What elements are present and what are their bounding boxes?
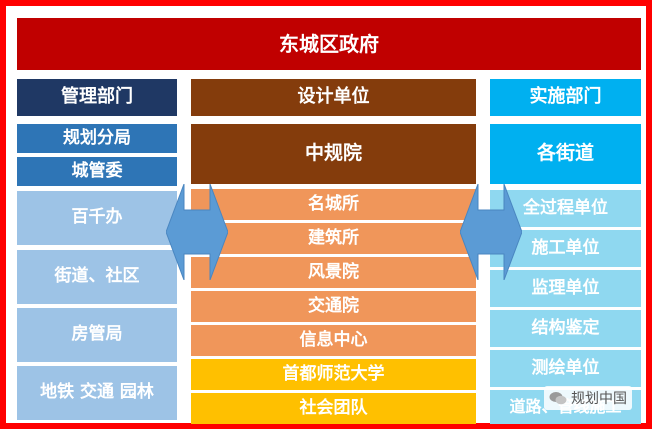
middle-column-header: 设计单位 bbox=[191, 79, 476, 116]
left-double-arrow bbox=[166, 184, 228, 280]
right-item-structural-appraisal: 结构鉴定 bbox=[490, 310, 641, 347]
left-item-urban-management: 城管委 bbox=[17, 157, 177, 186]
middle-main-caupd: 中规院 bbox=[191, 124, 476, 184]
right-column-header: 实施部门 bbox=[490, 79, 641, 116]
middle-item-historic-city: 名城所 bbox=[191, 189, 476, 220]
middle-item-social-teams: 社会团队 bbox=[191, 393, 476, 424]
right-main-subdistricts: 各街道 bbox=[490, 124, 641, 184]
right-double-arrow bbox=[460, 184, 522, 280]
watermark: 规划中国 bbox=[544, 386, 632, 410]
left-item-metro-transport-gardens: 地铁 交通 园林 bbox=[17, 366, 177, 420]
wechat-icon bbox=[549, 392, 567, 405]
right-item-supervision: 监理单位 bbox=[490, 270, 641, 307]
left-item-planning-branch: 规划分局 bbox=[17, 124, 177, 153]
middle-item-transportation: 交通院 bbox=[191, 291, 476, 322]
middle-item-capital-normal-university: 首都师范大学 bbox=[191, 359, 476, 390]
banner-government: 东城区政府 bbox=[17, 18, 641, 70]
left-item-housing-bureau: 房管局 bbox=[17, 308, 177, 362]
middle-item-architecture: 建筑所 bbox=[191, 223, 476, 254]
watermark-text: 规划中国 bbox=[571, 391, 627, 407]
right-item-surveying: 测绘单位 bbox=[490, 350, 641, 387]
left-column-header: 管理部门 bbox=[17, 79, 177, 116]
left-item-baiqian-office: 百千办 bbox=[17, 191, 177, 245]
left-item-streets-communities: 街道、社区 bbox=[17, 250, 177, 304]
middle-item-information-center: 信息中心 bbox=[191, 325, 476, 356]
middle-item-landscape: 风景院 bbox=[191, 257, 476, 288]
